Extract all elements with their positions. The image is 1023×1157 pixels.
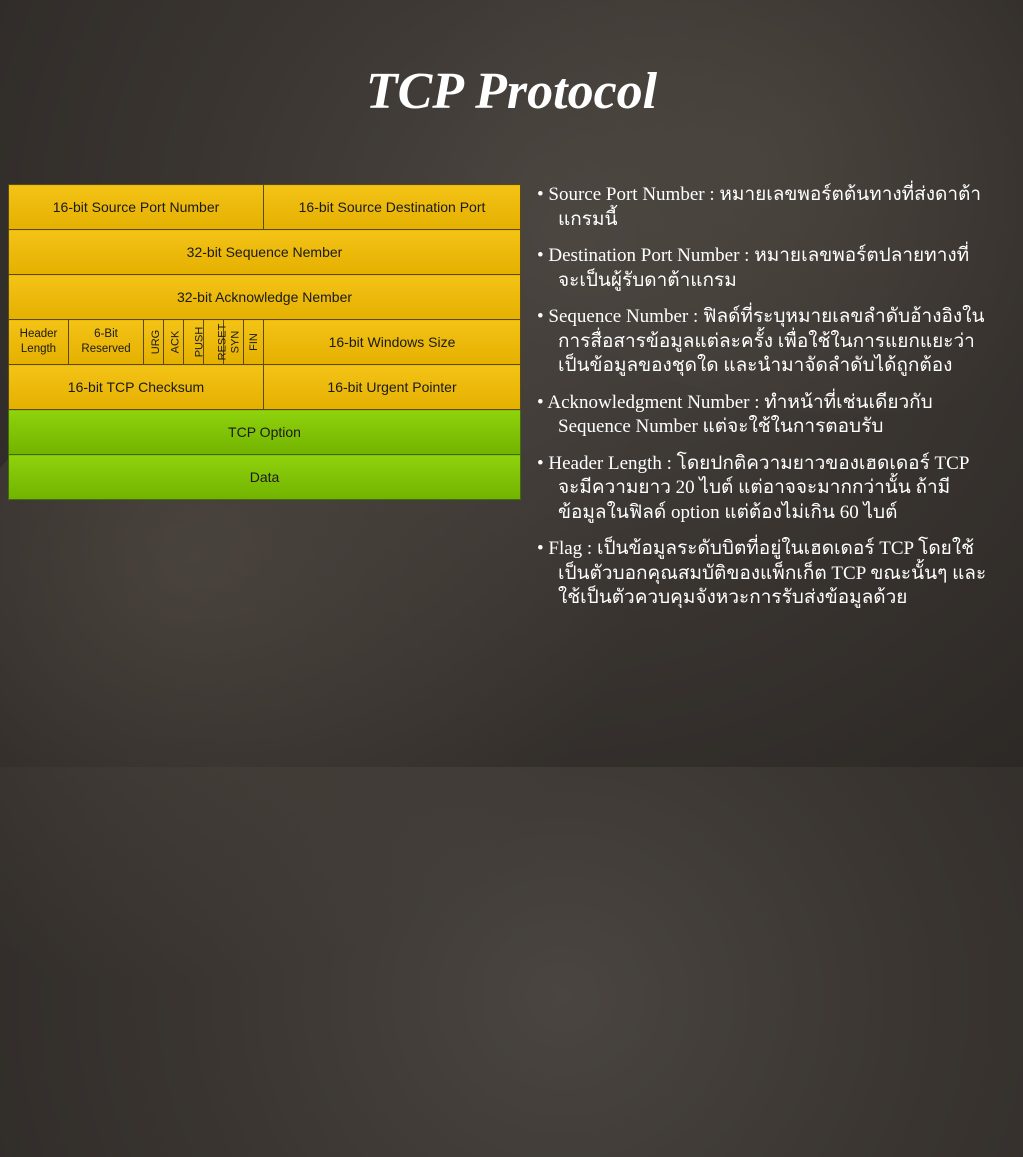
field-descriptions: Source Port Number : หมายเลขพอร์ตต้นทางท…: [520, 183, 990, 623]
note-text: ฟิลด์ที่ระบุหมายเลขลำดับอ้างอิงในการสื่อ…: [558, 306, 985, 376]
flag-ack: ACK: [163, 319, 184, 365]
flag-reset-label: RESET: [216, 323, 229, 361]
note-header-length: Header Length : โดยปกติความยาวของเฮดเดอร…: [520, 452, 990, 526]
note-term: Sequence Number :: [548, 306, 699, 327]
note-source-port: Source Port Number : หมายเลขพอร์ตต้นทางท…: [520, 183, 990, 232]
flag-syn: SYN: [223, 319, 244, 365]
reserved-field: 6-Bit Reserved: [68, 319, 144, 365]
note-term: Source Port Number :: [548, 184, 715, 205]
note-term: Flag :: [548, 538, 593, 559]
source-port-field: 16-bit Source Port Number: [7, 184, 265, 230]
note-text: หมายเลขพอร์ตต้นทางที่ส่งดาต้าแกรมนี้: [558, 184, 982, 230]
tcp-option-field: TCP Option: [8, 409, 521, 455]
flag-fin-label: FIN: [247, 333, 260, 351]
flag-urg: URG: [143, 319, 164, 365]
data-field: Data: [8, 454, 521, 500]
sequence-number-field: 32-bit Sequence Nember: [8, 229, 521, 275]
note-acknowledgment-number: Acknowledgment Number : ทำหน้าที่เช่นเดี…: [520, 391, 990, 440]
destination-port-field: 16-bit Source Destination Port: [263, 184, 521, 230]
flag-push-label: PUSH: [193, 326, 206, 358]
note-sequence-number: Sequence Number : ฟิลด์ที่ระบุหมายเลขลำด…: [520, 305, 990, 379]
note-text: เป็นข้อมูลระดับบิตที่อยู่ในเฮดเดอร์ TCP …: [558, 538, 987, 608]
flag-syn-label: SYN: [229, 330, 242, 354]
window-size-field: 16-bit Windows Size: [263, 319, 521, 365]
note-term: Acknowledgment Number :: [547, 391, 760, 413]
note-term: Destination Port Number :: [548, 245, 750, 266]
note-flag: Flag : เป็นข้อมูลระดับบิตที่อยู่ในเฮดเดอ…: [520, 537, 990, 611]
urgent-pointer-field: 16-bit Urgent Pointer: [263, 364, 521, 410]
note-text: ทำหน้าที่เช่นเดียวกับ Sequence Number แต…: [558, 391, 933, 438]
checksum-field: 16-bit TCP Checksum: [7, 364, 265, 410]
note-term: Header Length :: [548, 452, 672, 474]
slide-title: TCP Protocol: [365, 63, 658, 120]
flag-fin: FIN: [242, 319, 265, 365]
flag-push: PUSH: [183, 319, 206, 365]
acknowledge-number-field: 32-bit Acknowledge Nember: [8, 274, 521, 320]
note-text: โดยปกติความยาวของเฮดเดอร์ TCP จะมีความยา…: [558, 452, 969, 523]
flag-urg-label: URG: [150, 329, 163, 355]
flag-ack-label: ACK: [169, 330, 182, 354]
note-destination-port: Destination Port Number : หมายเลขพอร์ตปล…: [520, 244, 990, 293]
note-text: หมายเลขพอร์ตปลายทางที่จะเป็นผู้รับดาต้าแ…: [558, 245, 970, 291]
header-length-field: Header Length: [8, 319, 69, 365]
flag-reset: RESET: [203, 319, 228, 365]
tcp-header-diagram: 16-bit Source Port Number 16-bit Source …: [7, 184, 521, 500]
